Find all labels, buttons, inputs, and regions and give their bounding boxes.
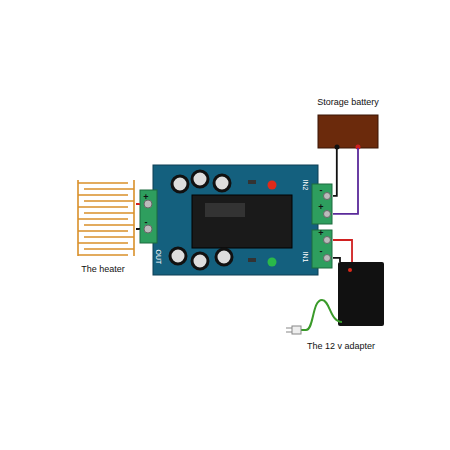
polarity-mark: + [318, 203, 323, 212]
pcb [153, 165, 318, 275]
smd-part [248, 180, 256, 184]
relay [192, 195, 292, 248]
plug [286, 326, 301, 334]
screw [324, 193, 331, 200]
polarity-mark: - [145, 218, 148, 227]
adapter-led [348, 268, 352, 272]
polarity-mark: - [320, 186, 323, 195]
wire-pair [333, 240, 352, 262]
wire [333, 148, 337, 196]
smd-part [248, 258, 256, 262]
screw [324, 211, 331, 218]
wire-pair [333, 148, 358, 214]
relay-marking [205, 203, 245, 217]
relay-board: IN2OUT IN1 [140, 165, 333, 275]
wire-pair [136, 204, 140, 229]
polarity-mark: + [143, 193, 148, 202]
wire [333, 148, 358, 214]
capacitors [170, 171, 232, 269]
screw [324, 237, 331, 244]
power-adapter: The 12 v adapter [290, 262, 392, 352]
part-caption: Storage battery [317, 98, 379, 108]
wire [136, 203, 140, 205]
led-green [268, 258, 277, 267]
part-caption: The heater [81, 265, 125, 275]
terminal-block [312, 184, 332, 224]
terminal-label: IN1 [301, 252, 309, 263]
part-caption: The 12 v adapter [307, 342, 375, 352]
wire [333, 258, 340, 262]
screw [324, 255, 331, 262]
heater: The heater [70, 175, 136, 275]
battery-body [318, 115, 378, 148]
adapter-cord [300, 300, 342, 330]
battery: Storage battery [308, 98, 388, 148]
wire [136, 228, 140, 230]
polarity-mark: + [318, 229, 323, 238]
terminal-label: OUT [154, 250, 162, 265]
led-red [268, 181, 277, 190]
wire [333, 240, 352, 262]
heater-element [78, 180, 134, 256]
adapter-body [338, 262, 384, 326]
terminal-label: IN2 [301, 180, 309, 191]
polarity-mark: - [320, 247, 323, 256]
terminal-block [140, 190, 157, 243]
